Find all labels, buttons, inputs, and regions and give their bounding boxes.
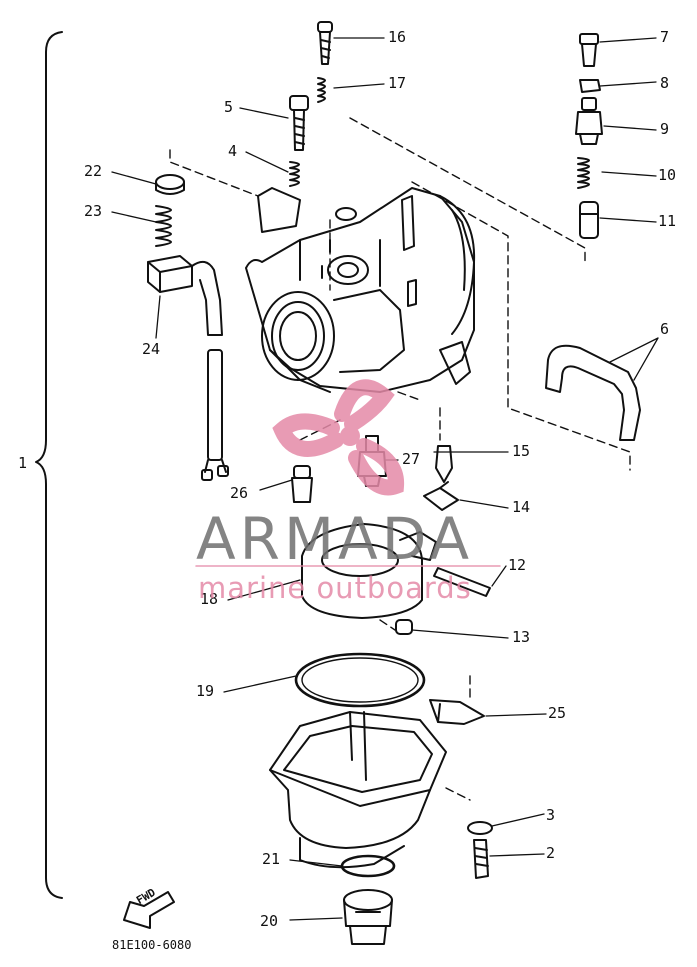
callout-17: 17 (388, 74, 407, 92)
part-2-screw (473, 839, 489, 879)
part-24-choke (147, 255, 229, 481)
callout-8: 8 (660, 74, 670, 92)
fwd-arrow (123, 891, 175, 929)
callout-26: 26 (230, 484, 249, 502)
callout-21: 21 (262, 850, 281, 868)
part-3-washer (467, 821, 493, 835)
part-20-drain (343, 889, 393, 945)
callout-1: 1 (18, 454, 28, 472)
part-25-bracket (429, 699, 485, 725)
watermark-logo (195, 379, 501, 567)
callout-18: 18 (200, 590, 219, 608)
callout-19: 19 (196, 682, 215, 700)
part-code: 81E100-6080 (112, 938, 192, 952)
watermark-subtitle: marine outboards (198, 571, 472, 605)
part-7-screw (579, 33, 599, 67)
part-16-screw (317, 21, 333, 65)
callout-23: 23 (84, 202, 103, 220)
part-13-plug (395, 619, 413, 635)
leader-lines (111, 37, 659, 921)
callout-12: 12 (508, 556, 527, 574)
callout-4: 4 (228, 142, 238, 160)
callout-27: 27 (402, 450, 421, 468)
part-8-nut (579, 79, 601, 93)
callout-6: 6 (660, 320, 670, 338)
part-5-bolt (289, 95, 309, 151)
callout-20: 20 (260, 912, 279, 930)
callout-16: 16 (388, 28, 407, 46)
part-9-fitting (575, 97, 603, 145)
part-6-hose (545, 344, 641, 441)
part-19-gasket (294, 652, 426, 708)
part-14-clip (423, 481, 459, 511)
assembly-brace (35, 31, 63, 899)
part-12-pin (433, 567, 491, 597)
callout-2: 2 (546, 844, 556, 862)
guide-lines (169, 117, 631, 801)
carburetor-body (245, 187, 476, 393)
part-18-float (301, 523, 437, 619)
callout-11: 11 (658, 212, 677, 230)
callout-24: 24 (142, 340, 161, 358)
part-10-spring (577, 157, 590, 189)
watermark-title: ARMADA (196, 505, 474, 573)
part-11-plunger (579, 201, 599, 239)
callout-13: 13 (512, 628, 531, 646)
callout-9: 9 (660, 120, 670, 138)
part-23-spring (155, 205, 172, 247)
part-4-spring (289, 161, 300, 187)
float-bowl (269, 711, 447, 869)
callout-10: 10 (658, 166, 677, 184)
part-17-spring (317, 77, 326, 103)
callout-22: 22 (84, 162, 103, 180)
callout-25: 25 (548, 704, 567, 722)
part-15-needle (435, 445, 453, 483)
callout-15: 15 (512, 442, 531, 460)
callout-7: 7 (660, 28, 670, 46)
part-22-cap (155, 174, 185, 195)
callout-5: 5 (224, 98, 234, 116)
callout-14: 14 (512, 498, 531, 516)
callout-3: 3 (546, 806, 556, 824)
part-26-jet (291, 465, 313, 503)
